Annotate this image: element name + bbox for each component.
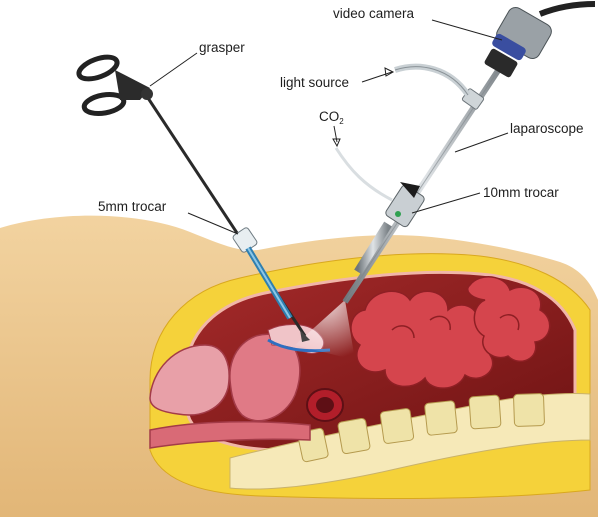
label-grasper: grasper: [199, 40, 245, 55]
label-trocar-10mm: 10mm trocar: [483, 185, 559, 200]
leader-lines: [149, 19, 509, 235]
abdomen-cross-section: [0, 215, 598, 517]
video-camera: [484, 1, 596, 78]
label-laparoscope: laparoscope: [510, 121, 584, 136]
trocar-10mm: [354, 182, 425, 275]
light-cable: [394, 63, 471, 97]
label-co2-subscript: 2: [339, 117, 344, 126]
co2-tube: [334, 147, 393, 202]
label-trocar-5mm: 5mm trocar: [98, 199, 167, 214]
vaginal-canal: [149, 420, 311, 449]
uterus: [229, 333, 301, 422]
label-video-camera: video camera: [333, 6, 415, 21]
label-light-source: light source: [280, 75, 349, 90]
small-intestine: [350, 276, 551, 389]
label-co2-main: CO: [319, 109, 339, 124]
trocar-5mm: [232, 227, 293, 320]
bladder: [149, 344, 230, 416]
laparoscope-assembly: [334, 1, 596, 304]
light-beam: [295, 300, 355, 360]
grasper-handle: [76, 54, 153, 117]
grasper-instrument: [76, 54, 310, 342]
pelvic-organs: [149, 324, 344, 449]
spine: [229, 392, 591, 490]
label-co2: CO2: [319, 109, 344, 126]
